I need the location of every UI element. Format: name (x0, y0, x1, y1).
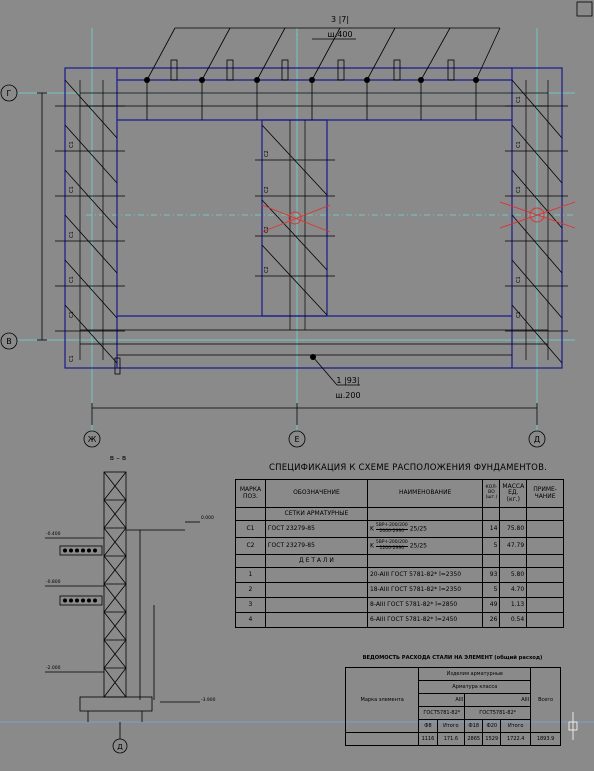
section-axis-label: Д (117, 743, 123, 751)
mesh-mark: C1 (69, 311, 75, 318)
spec-section-row: Д Е Т А Л И (235, 554, 564, 568)
mesh-mark: C1 (69, 231, 75, 238)
section-drawing (45, 471, 200, 739)
mesh-mark: C2 (264, 150, 270, 157)
top-callout-spacing: ш.400 (327, 30, 352, 39)
bars-left (55, 79, 125, 364)
table-row: 3 8-AIII ГОСТ 5781-82* l=2850 49 1.13 (235, 597, 564, 613)
spec-section-row: СЕТКИ АРМАТУРНЫЕ (235, 507, 564, 521)
slab-holes (63, 548, 97, 603)
steel-h2: Арматура класса (418, 680, 532, 694)
mesh-mark: C1 (516, 141, 522, 148)
axis-label-g: Г (7, 89, 12, 98)
mesh-mark: C1 (69, 141, 75, 148)
axis-label-v: В (6, 337, 12, 346)
mesh-mark: C2 (264, 266, 270, 273)
steel-col-total: Всего (530, 667, 561, 733)
mesh-mark: C1 (69, 276, 75, 283)
spec-header-pos: МАРКА ПОЗ. (235, 479, 266, 508)
top-rebars (144, 27, 501, 360)
steel-sub: Ф8 (418, 719, 438, 733)
top-callout-mark: 3 |7| (331, 15, 349, 24)
spec-header-qty: КОЛ-ВО (шт.) (482, 479, 501, 508)
level-2: -0.800 (46, 579, 61, 585)
mesh-mark: C1 (516, 276, 522, 283)
table-row: 1116 171.6 2865 1529 1722.4 1893.9 (344, 732, 561, 746)
plan-frames (64, 67, 563, 369)
table-row: 1 20-AIII ГОСТ 5781-82* l=2350 93 5.80 (235, 567, 564, 583)
steel-sub: Итого (436, 719, 466, 733)
table-row: 2 18-AIII ГОСТ 5781-82* l=2350 5 4.70 (235, 582, 564, 598)
mesh-mark: C1 (69, 186, 75, 193)
corner-box (576, 1, 593, 17)
spec-header-mass: МАССА ЕД. (кг.) (499, 479, 528, 508)
dimension-lines (37, 92, 538, 425)
plan-black-lines (79, 80, 549, 360)
bottom-callout-spacing: ш.200 (335, 391, 360, 400)
spec-section-meshes: СЕТКИ АРМАТУРНЫЕ (264, 507, 368, 521)
cursor-crosshair-icon (568, 712, 578, 740)
steel-h1: Изделия арматурные (418, 667, 532, 681)
steel-sub: Ф18 (464, 719, 484, 733)
steel-h4b: ГОСТ5781-82* (464, 706, 532, 720)
steel-col-mark: Марка элемента (344, 667, 420, 733)
bottom-callout-mark: 1 |93| (336, 376, 359, 385)
steel-h3b: AIII (464, 693, 532, 707)
steel-sub: Ф20 (482, 719, 502, 733)
mesh-mark: C2 (264, 186, 270, 193)
spec-header-note: ПРИМЕ-ЧАНИЕ (526, 479, 564, 508)
red-cross-marks (261, 201, 576, 233)
bars-right (505, 79, 568, 364)
bars-middle (255, 124, 335, 316)
spec-table: МАРКА ПОЗ. ОБОЗНАЧЕНИЕ НАИМЕНОВАНИЕ КОЛ-… (235, 479, 564, 628)
mesh-mark: C1 (516, 311, 522, 318)
spec-header-name: НАИМЕНОВАНИЕ (366, 479, 484, 508)
steel-h4a: ГОСТ5781-82* (418, 706, 466, 720)
spec-section-details: Д Е Т А Л И (264, 554, 368, 568)
level-top: 0.000 (201, 515, 214, 521)
axis-label-d: Д (534, 435, 540, 444)
mesh-mark: C1 (69, 355, 75, 362)
level-4: -3.900 (201, 697, 216, 703)
spec-header-row: МАРКА ПОЗ. ОБОЗНАЧЕНИЕ НАИМЕНОВАНИЕ КОЛ-… (235, 479, 564, 508)
level-1: -0.400 (46, 531, 61, 537)
mesh-marks: C1 C1 C1 C1 C1 C1 C1 C1 C1 C1 C1 C2 C2 C… (69, 96, 522, 362)
axis-label-zh: Ж (88, 435, 97, 444)
level-3: -2.000 (46, 665, 61, 671)
spec-header-designation: ОБОЗНАЧЕНИЕ (264, 479, 368, 508)
steel-title: ВЕДОМОСТЬ РАСХОДА СТАЛИ НА ЭЛЕМЕНТ (общи… (362, 655, 543, 661)
axis-bubbles (0, 84, 546, 754)
steel-sub: Итого (500, 719, 532, 733)
axis-label-e: Е (294, 435, 299, 444)
table-row: 4 6-AIII ГОСТ 5781-82* l=2450 26 0.54 (235, 612, 564, 628)
section-label: в – в (110, 454, 126, 462)
steel-table: Марка элемента Изделия арматурные Всего … (344, 667, 561, 746)
mesh-mark: C1 (516, 96, 522, 103)
bottom-leader (114, 356, 360, 386)
spec-title: СПЕЦИФИКАЦИЯ К СХЕМЕ РАСПОЛОЖЕНИЯ ФУНДАМ… (269, 463, 547, 473)
steel-h3a: AIII (418, 693, 466, 707)
mesh-mark: C2 (264, 226, 270, 233)
mesh-mark: C1 (516, 186, 522, 193)
